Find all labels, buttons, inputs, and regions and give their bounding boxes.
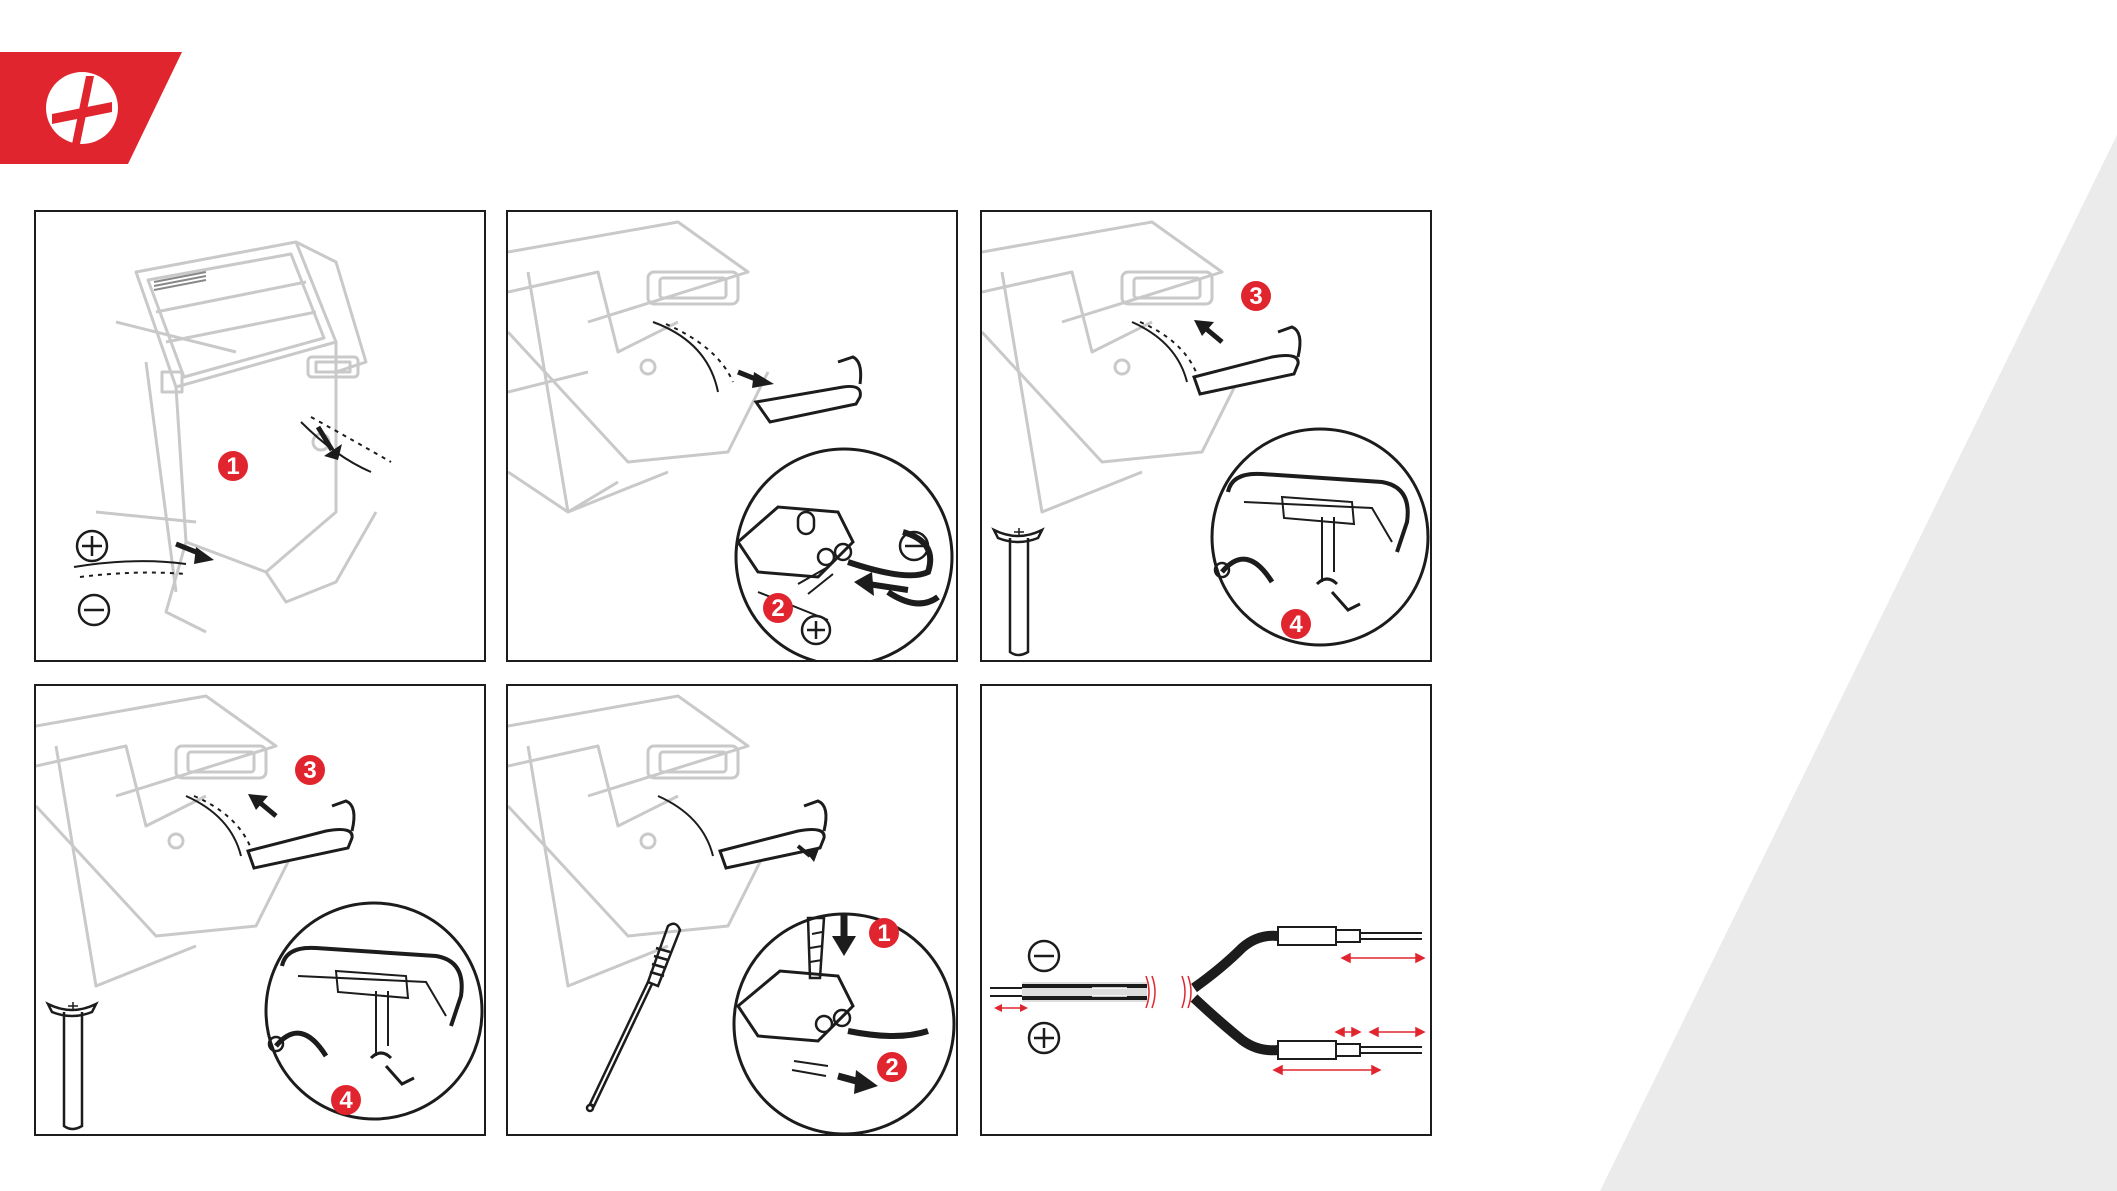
- step-number: 4: [339, 1087, 353, 1114]
- minus-icon: [79, 595, 109, 625]
- panel-step-1-wire-routing: 1: [34, 210, 486, 662]
- step-number: 3: [1249, 283, 1262, 310]
- step-badge: 4: [331, 1085, 361, 1115]
- step-number: 1: [877, 920, 890, 947]
- step-number: 2: [885, 1054, 898, 1081]
- step-badge: 4: [1281, 609, 1311, 639]
- step-badge: 2: [877, 1052, 907, 1082]
- panel-step-2-connector: 2: [506, 210, 958, 662]
- plus-icon: [77, 531, 107, 561]
- zoom-inset: [1212, 429, 1428, 645]
- step-number: 1: [226, 453, 239, 480]
- panel-step-3-4-bracket-screw: 3 4: [980, 210, 1432, 662]
- plus-icon: [1029, 1023, 1059, 1053]
- step-badge: 2: [763, 593, 793, 623]
- zoom-inset: [734, 914, 954, 1134]
- step-badge: 3: [1241, 281, 1271, 311]
- screw-icon: [48, 1002, 96, 1129]
- screw-icon: [994, 528, 1042, 655]
- step-badge: 1: [218, 451, 248, 481]
- step-number: 4: [1289, 611, 1303, 638]
- panel-wire-stripping-detail: [980, 684, 1432, 1136]
- panel-step-1-2-disconnect: 1 2: [506, 684, 958, 1136]
- panel-step-3-4-bracket-screw-alt: 3 4: [34, 684, 486, 1136]
- step-number: 2: [771, 595, 784, 622]
- zoom-inset: [266, 903, 482, 1119]
- step-number: 3: [303, 757, 316, 784]
- zoom-inset: [736, 449, 952, 660]
- step-badge: 1: [869, 918, 899, 948]
- minus-icon: [1029, 941, 1059, 971]
- brand-logo: [0, 52, 182, 164]
- step-badge: 3: [295, 755, 325, 785]
- plus-arrow-logo-icon: [46, 72, 118, 144]
- screwdriver-icon: [587, 924, 680, 1111]
